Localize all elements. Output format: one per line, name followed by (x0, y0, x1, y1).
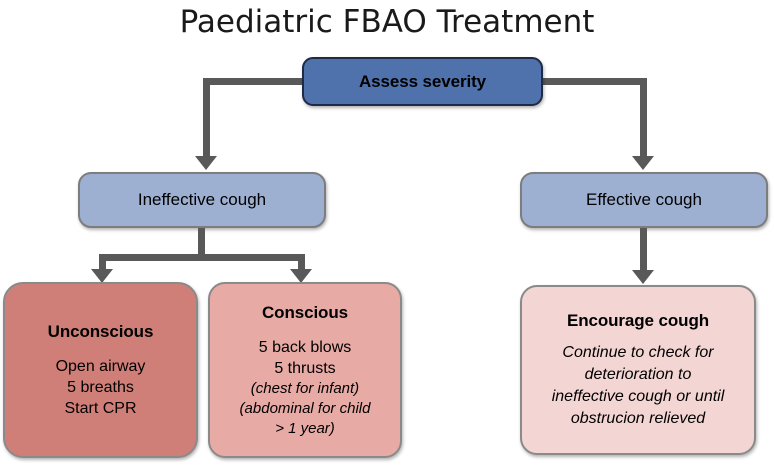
node-conscious-note-1: (chest for infant) (250, 379, 360, 397)
node-conscious-line-2: 5 thrusts (274, 359, 336, 377)
connector-root-right-arrowhead (632, 156, 654, 170)
node-assess-severity-label: Assess severity (358, 71, 487, 91)
node-conscious[interactable]: Conscious 5 back blows 5 thrusts (chest … (208, 282, 402, 458)
node-unconscious[interactable]: Unconscious Open airway 5 breaths Start … (3, 282, 198, 458)
connector-ineffective-right-arrowhead (290, 269, 312, 283)
connector-root-right-vertical (640, 78, 647, 156)
connector-ineffective-stem (198, 228, 205, 260)
connector-ineffective-crossbar (99, 254, 305, 261)
node-effective-cough-label: Effective cough (586, 190, 702, 209)
node-conscious-note-2: (abdominal for child (239, 399, 371, 417)
page-title: Paediatric FBAO Treatment (179, 4, 595, 40)
node-ineffective-cough-label: Ineffective cough (137, 190, 267, 209)
connector-ineffective-left-drop (99, 254, 106, 271)
node-effective-cough[interactable]: Effective cough (520, 172, 768, 228)
node-unconscious-line-3: Start CPR (64, 400, 137, 417)
node-encourage-cough-note-1: Continue to check for (562, 344, 714, 361)
connector-root-left-arrowhead (195, 156, 217, 170)
node-encourage-cough-note-4: obstrucion relieved (570, 410, 706, 427)
node-encourage-cough[interactable]: Encourage cough Continue to check for de… (520, 285, 756, 455)
node-encourage-cough-heading: Encourage cough (566, 311, 710, 330)
node-assess-severity[interactable]: Assess severity (302, 57, 543, 106)
node-conscious-heading: Conscious (261, 302, 348, 322)
node-unconscious-line-2: 5 breaths (67, 379, 134, 396)
node-unconscious-line-1: Open airway (55, 358, 146, 375)
node-encourage-cough-note-3: ineffective cough or until (551, 388, 725, 405)
connector-ineffective-right-drop (298, 254, 305, 271)
node-encourage-cough-note-2: deterioration to (584, 366, 692, 383)
node-conscious-line-1: 5 back blows (258, 338, 352, 356)
connector-effective-stem (640, 228, 647, 272)
node-conscious-note-3: > 1 year) (275, 419, 335, 437)
connector-ineffective-left-arrowhead (91, 269, 113, 283)
connector-effective-arrowhead (632, 270, 654, 284)
connector-root-right-horizontal (537, 78, 647, 85)
node-ineffective-cough[interactable]: Ineffective cough (78, 172, 326, 228)
node-unconscious-heading: Unconscious (47, 322, 154, 341)
connector-root-left-vertical (203, 78, 210, 156)
connector-root-left-horizontal (203, 78, 308, 85)
